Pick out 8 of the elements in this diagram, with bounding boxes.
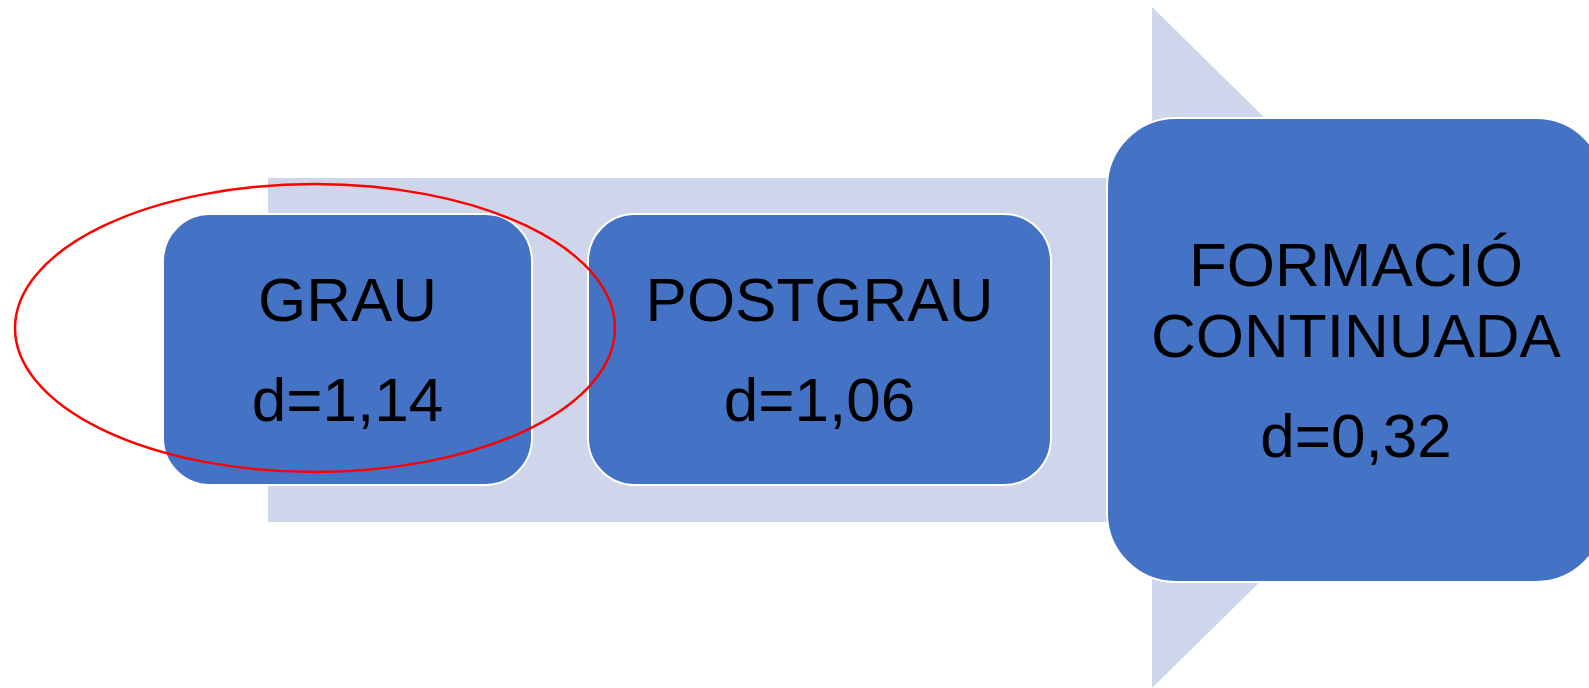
box-title: GRAU — [257, 264, 438, 336]
process-box — [1106, 117, 1589, 583]
effect-size-label: d=1,06 — [723, 363, 916, 435]
effect-size-label: d=1,14 — [251, 363, 444, 435]
effect-size-label: d=0,32 — [1260, 399, 1452, 471]
box-title: POSTGRAU — [645, 264, 994, 336]
process-box — [587, 213, 1052, 486]
box-title: FORMACIÓ CONTINUADA — [1150, 229, 1562, 372]
